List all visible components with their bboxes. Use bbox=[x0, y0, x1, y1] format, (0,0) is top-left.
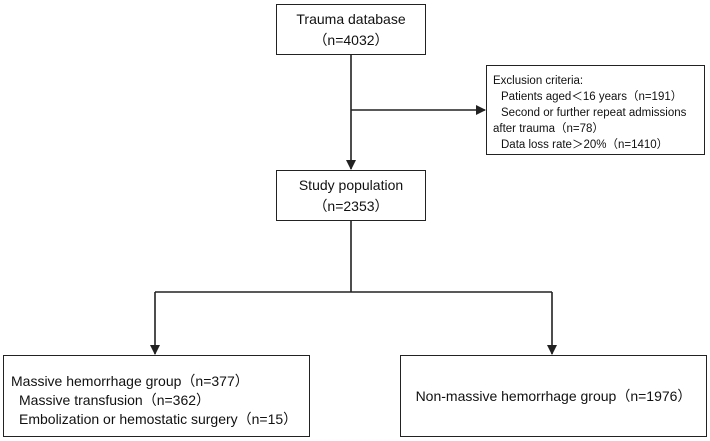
massive-transfusion-item: Massive transfusion（n=362） bbox=[19, 392, 211, 408]
exclusion-criteria-heading: Exclusion criteria: bbox=[493, 75, 584, 87]
study-population-count: （n=2353） bbox=[313, 197, 389, 214]
exclusion-item-repeat-admissions: Second or further repeat admissions bbox=[501, 107, 687, 119]
massive-hemorrhage-box: Massive hemorrhage group（n=377） Massive … bbox=[3, 355, 310, 437]
trauma-database-title: Trauma database bbox=[296, 10, 406, 27]
exclusion-item-repeat-admissions-cont: after trauma（n=78） bbox=[493, 123, 604, 135]
exclusion-item-age: Patients aged＜16 years（n=191） bbox=[501, 91, 683, 103]
non-massive-hemorrhage-box: Non-massive hemorrhage group（n=1976） bbox=[400, 355, 707, 437]
trauma-database-box: Trauma database （n=4032） bbox=[276, 4, 426, 55]
study-population-box: Study population （n=2353） bbox=[276, 170, 426, 221]
non-massive-hemorrhage-title: Non-massive hemorrhage group（n=1976） bbox=[415, 388, 692, 404]
exclusion-item-data-loss: Data loss rate＞20%（n=1410） bbox=[501, 139, 669, 151]
embolization-item: Embolization or hemostatic surgery（n=15） bbox=[19, 411, 298, 427]
study-population-title: Study population bbox=[298, 176, 404, 193]
trauma-database-count: （n=4032） bbox=[313, 31, 389, 48]
exclusion-criteria-box: Exclusion criteria: Patients aged＜16 yea… bbox=[486, 65, 705, 155]
massive-hemorrhage-title: Massive hemorrhage group（n=377） bbox=[11, 373, 249, 389]
